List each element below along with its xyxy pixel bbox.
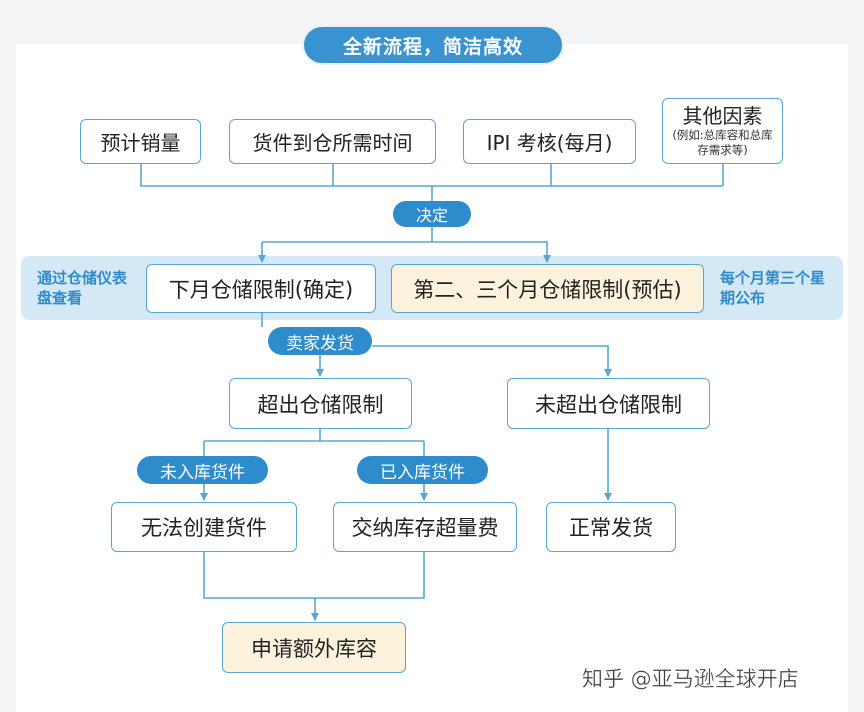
other-factors-title: 其他因素 (682, 104, 763, 129)
arrow-to-future-months (262, 241, 551, 263)
decision-pill: 决定 (393, 201, 471, 227)
input-ipi-review: IPI 考核(每月) (463, 119, 636, 164)
zhihu-watermark: 知乎 @亚马逊全球开店 (582, 667, 799, 691)
next-month-limit-box: 下月仓储限制(确定) (146, 264, 376, 313)
bottom-merge-line (203, 552, 425, 599)
arrow-to-not-exceeds (372, 345, 612, 377)
exceeds-limit-box: 超出仓储限制 (229, 378, 412, 429)
normal-ship-box: 正常发货 (546, 502, 676, 552)
input-forecast-sales: 预计销量 (80, 119, 201, 164)
input-other-factors: 其他因素 (例如:总库容和总库存需求等) (662, 98, 783, 164)
seller-ships-pill: 卖家发货 (268, 327, 372, 355)
apply-capacity-box: 申请额外库容 (222, 622, 406, 673)
other-factors-note: (例如:总库容和总库存需求等) (672, 128, 773, 157)
inputs-merge-line (140, 164, 723, 187)
in-stock-pill: 已入库货件 (357, 456, 488, 484)
not-exceeds-limit-box: 未超出仓储限制 (507, 378, 710, 429)
not-in-stock-pill: 未入库货件 (137, 456, 268, 484)
dashboard-note: 通过仓储仪表盘查看 (37, 269, 128, 308)
input-shipping-time: 货件到仓所需时间 (229, 119, 436, 164)
title-pill: 全新流程，简洁高效 (302, 25, 564, 65)
cannot-create-box: 无法创建货件 (111, 502, 297, 552)
pay-fee-box: 交纳库存超量费 (333, 502, 517, 552)
publish-note: 每个月第三个星期公布 (720, 269, 826, 308)
future-months-limit-box: 第二、三个月仓储限制(预估) (391, 264, 704, 313)
